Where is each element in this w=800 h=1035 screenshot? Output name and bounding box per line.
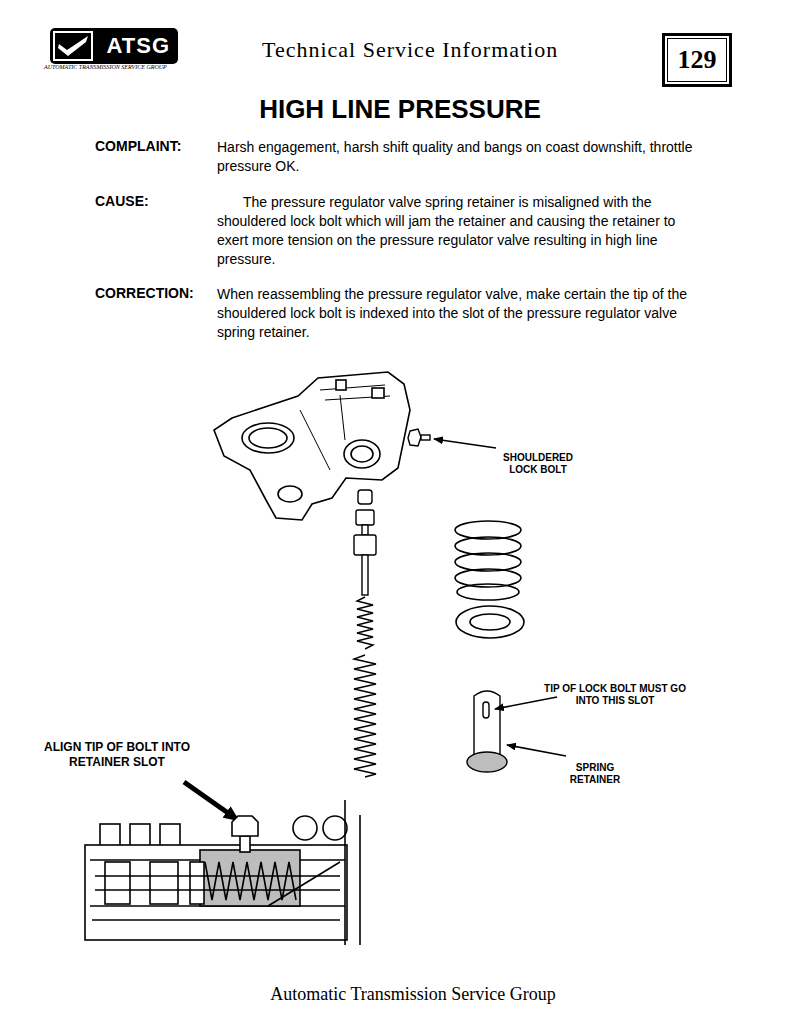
correction-text: When reassembling the pressure regulator… [217,285,712,342]
valve-cross-section [85,800,360,945]
part-label: TIP OF LOCK BOLT MUST GO INTO THIS SLOT [535,683,695,707]
regulator-valve [354,490,376,777]
logo-text: ATSG [107,33,170,59]
section-heading: COMPLAINT: [95,138,181,154]
callout-note: ALIGN TIP OF BOLT INTO RETAINER SLOT [33,740,201,770]
lock-bolt [408,429,430,446]
section-heading: CAUSE: [95,193,149,209]
header-text: Technical Service Information [262,37,558,63]
section-heading: CORRECTION: [95,285,194,301]
footer-text: Automatic Transmission Service Group [0,984,800,1005]
leader-line [507,745,566,756]
leader-line [434,439,496,448]
logo-box: ATSG [50,28,178,64]
washer [456,606,524,638]
leader-arrow [184,782,238,820]
complaint-text: Harsh engagement, harsh shift quality an… [217,138,712,176]
logo-subtext: AUTOMATIC TRANSMISSION SERVICE GROUP [44,64,167,70]
pressure-spring [455,521,521,600]
cause-text: The pressure regulator valve spring reta… [217,193,687,269]
page-number-box: 129 [664,35,730,85]
spring-retainer [467,691,507,772]
part-label: SPRING RETAINER [558,762,632,786]
part-label: SHOULDERED LOCK BOLT [490,452,586,476]
page-title: HIGH LINE PRESSURE [0,94,800,125]
leader-line [495,697,557,709]
pump-body [214,372,410,520]
page-number: 129 [678,45,717,75]
logo-emblem [50,28,96,64]
